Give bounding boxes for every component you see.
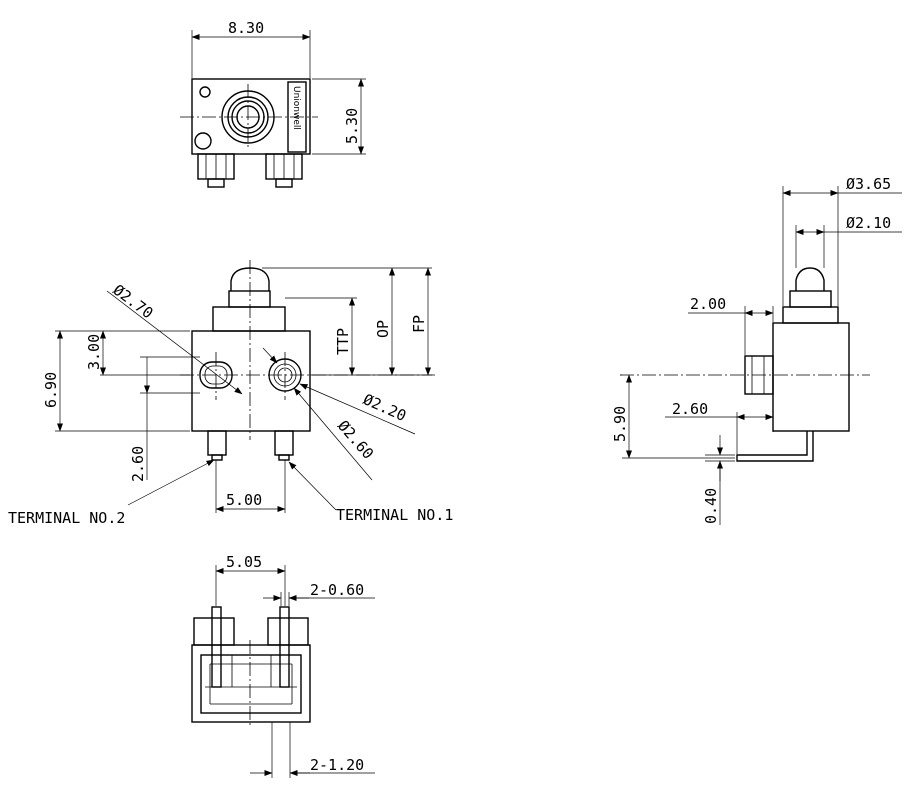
- dim-500-label: 5.00: [226, 491, 262, 509]
- fp-label: FP: [410, 315, 428, 333]
- top-view: Unionwell 8.30 5.30: [180, 19, 366, 188]
- side-actuator: [795, 267, 825, 291]
- dia-210-label: Ø2.10: [846, 214, 891, 232]
- side-terminal: [736, 431, 814, 462]
- dim-2x120-label: 2-1.20: [310, 756, 364, 774]
- dim-2x060-label: 2-0.60: [310, 581, 364, 599]
- side-boss: [744, 355, 774, 395]
- op-label: OP: [374, 320, 392, 338]
- top-height-dim: 5.30: [343, 108, 361, 144]
- dia-365-label: Ø3.65: [846, 175, 891, 193]
- dim-505-label: 5.05: [226, 553, 262, 571]
- top-body: [191, 78, 311, 155]
- ttp-label: TTP: [334, 328, 352, 355]
- dia-220-label: Ø2.20: [360, 390, 409, 425]
- front-view: Ø2.70 Ø2.20 Ø2.60 TTP OP FP 3.00 6.90 2.…: [8, 260, 453, 527]
- brand-plate: [287, 81, 307, 153]
- terminal-2-label: TERMINAL NO.2: [8, 509, 125, 527]
- pin-left: [211, 606, 222, 688]
- top-width-dim: 8.30: [228, 19, 264, 37]
- dim-200-label: 2.00: [690, 295, 726, 313]
- side-view: Ø3.65 Ø2.10 2.00 2.60 5.90 0.40: [611, 175, 902, 525]
- brand-label: Unionwell: [291, 86, 301, 130]
- dim-300-label: 3.00: [85, 334, 103, 370]
- dia-270-label: Ø2.70: [110, 281, 157, 323]
- dia-260-label: Ø2.60: [334, 417, 377, 463]
- dim-040-label: 0.40: [702, 488, 720, 524]
- side-body: [772, 322, 850, 432]
- front-body: [191, 330, 311, 432]
- terminal-1-label: TERMINAL NO.1: [336, 506, 453, 524]
- bottom-body: [191, 644, 311, 723]
- dim-690-label: 6.90: [42, 372, 60, 408]
- plunger-base: [212, 306, 286, 332]
- top-mount-hole: [194, 132, 212, 150]
- bottom-view: 5.05 2-0.60 2-1.20: [191, 553, 375, 778]
- pin-right: [279, 606, 290, 688]
- dim-260-front-label: 2.60: [129, 446, 147, 482]
- dim-260-side-label: 2.60: [672, 400, 708, 418]
- dim-590-label: 5.90: [611, 406, 629, 442]
- top-small-hole: [199, 86, 211, 98]
